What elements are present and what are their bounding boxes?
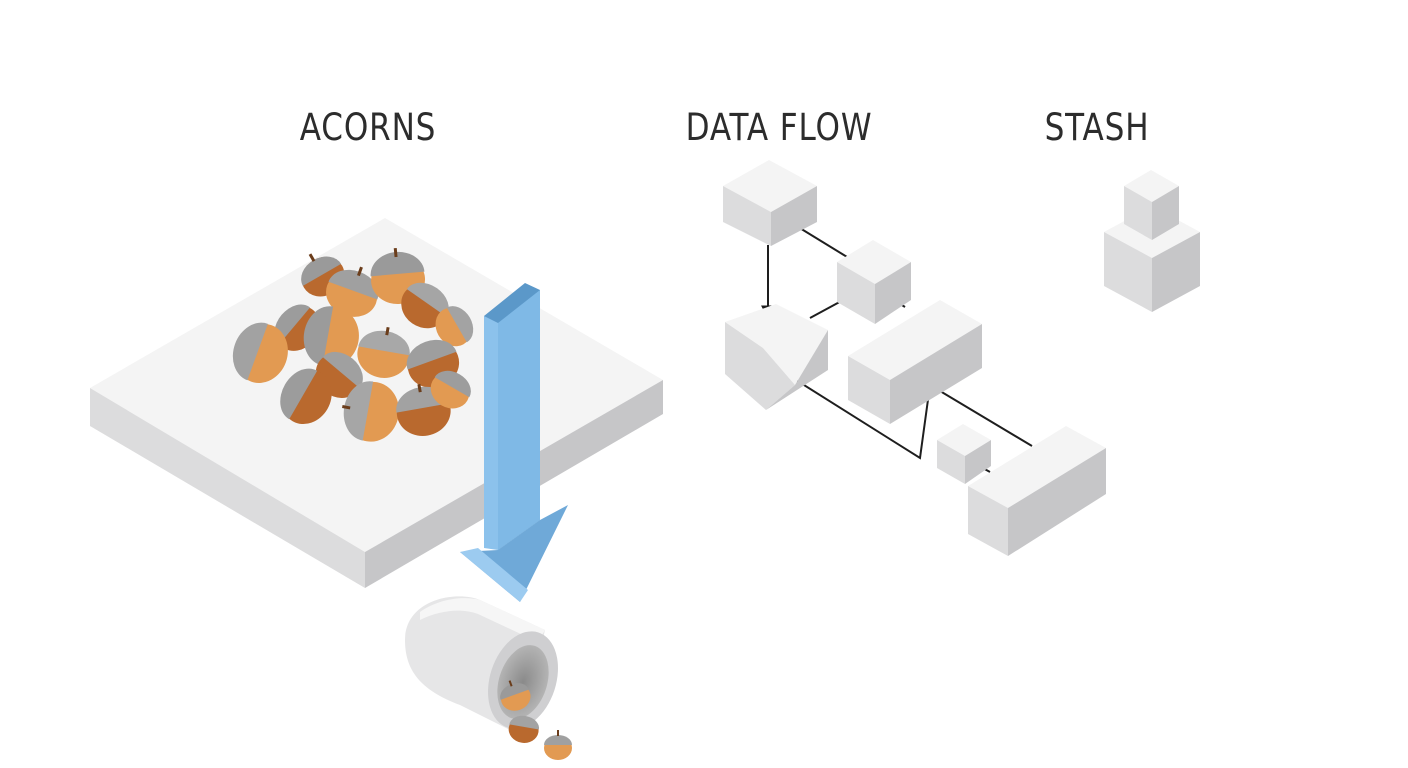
data-flow-title: DATA FLOW [685, 106, 873, 149]
acorns-title: ACORNS [299, 106, 437, 149]
cube-icon [837, 240, 911, 324]
spilled-acorns [500, 680, 572, 760]
wedge-block-icon [725, 304, 828, 410]
stash-title: STASH [1044, 106, 1150, 149]
cube-icon [937, 424, 991, 484]
long-block-icon [848, 300, 982, 424]
down-arrow-icon [460, 283, 568, 602]
acorn-pile-icon [232, 247, 474, 442]
long-block-icon [968, 426, 1106, 556]
stacked-cubes-icon [1104, 170, 1200, 312]
storage-pipe-icon [405, 596, 572, 760]
cube-icon [723, 160, 817, 246]
connector-line [795, 379, 1033, 460]
